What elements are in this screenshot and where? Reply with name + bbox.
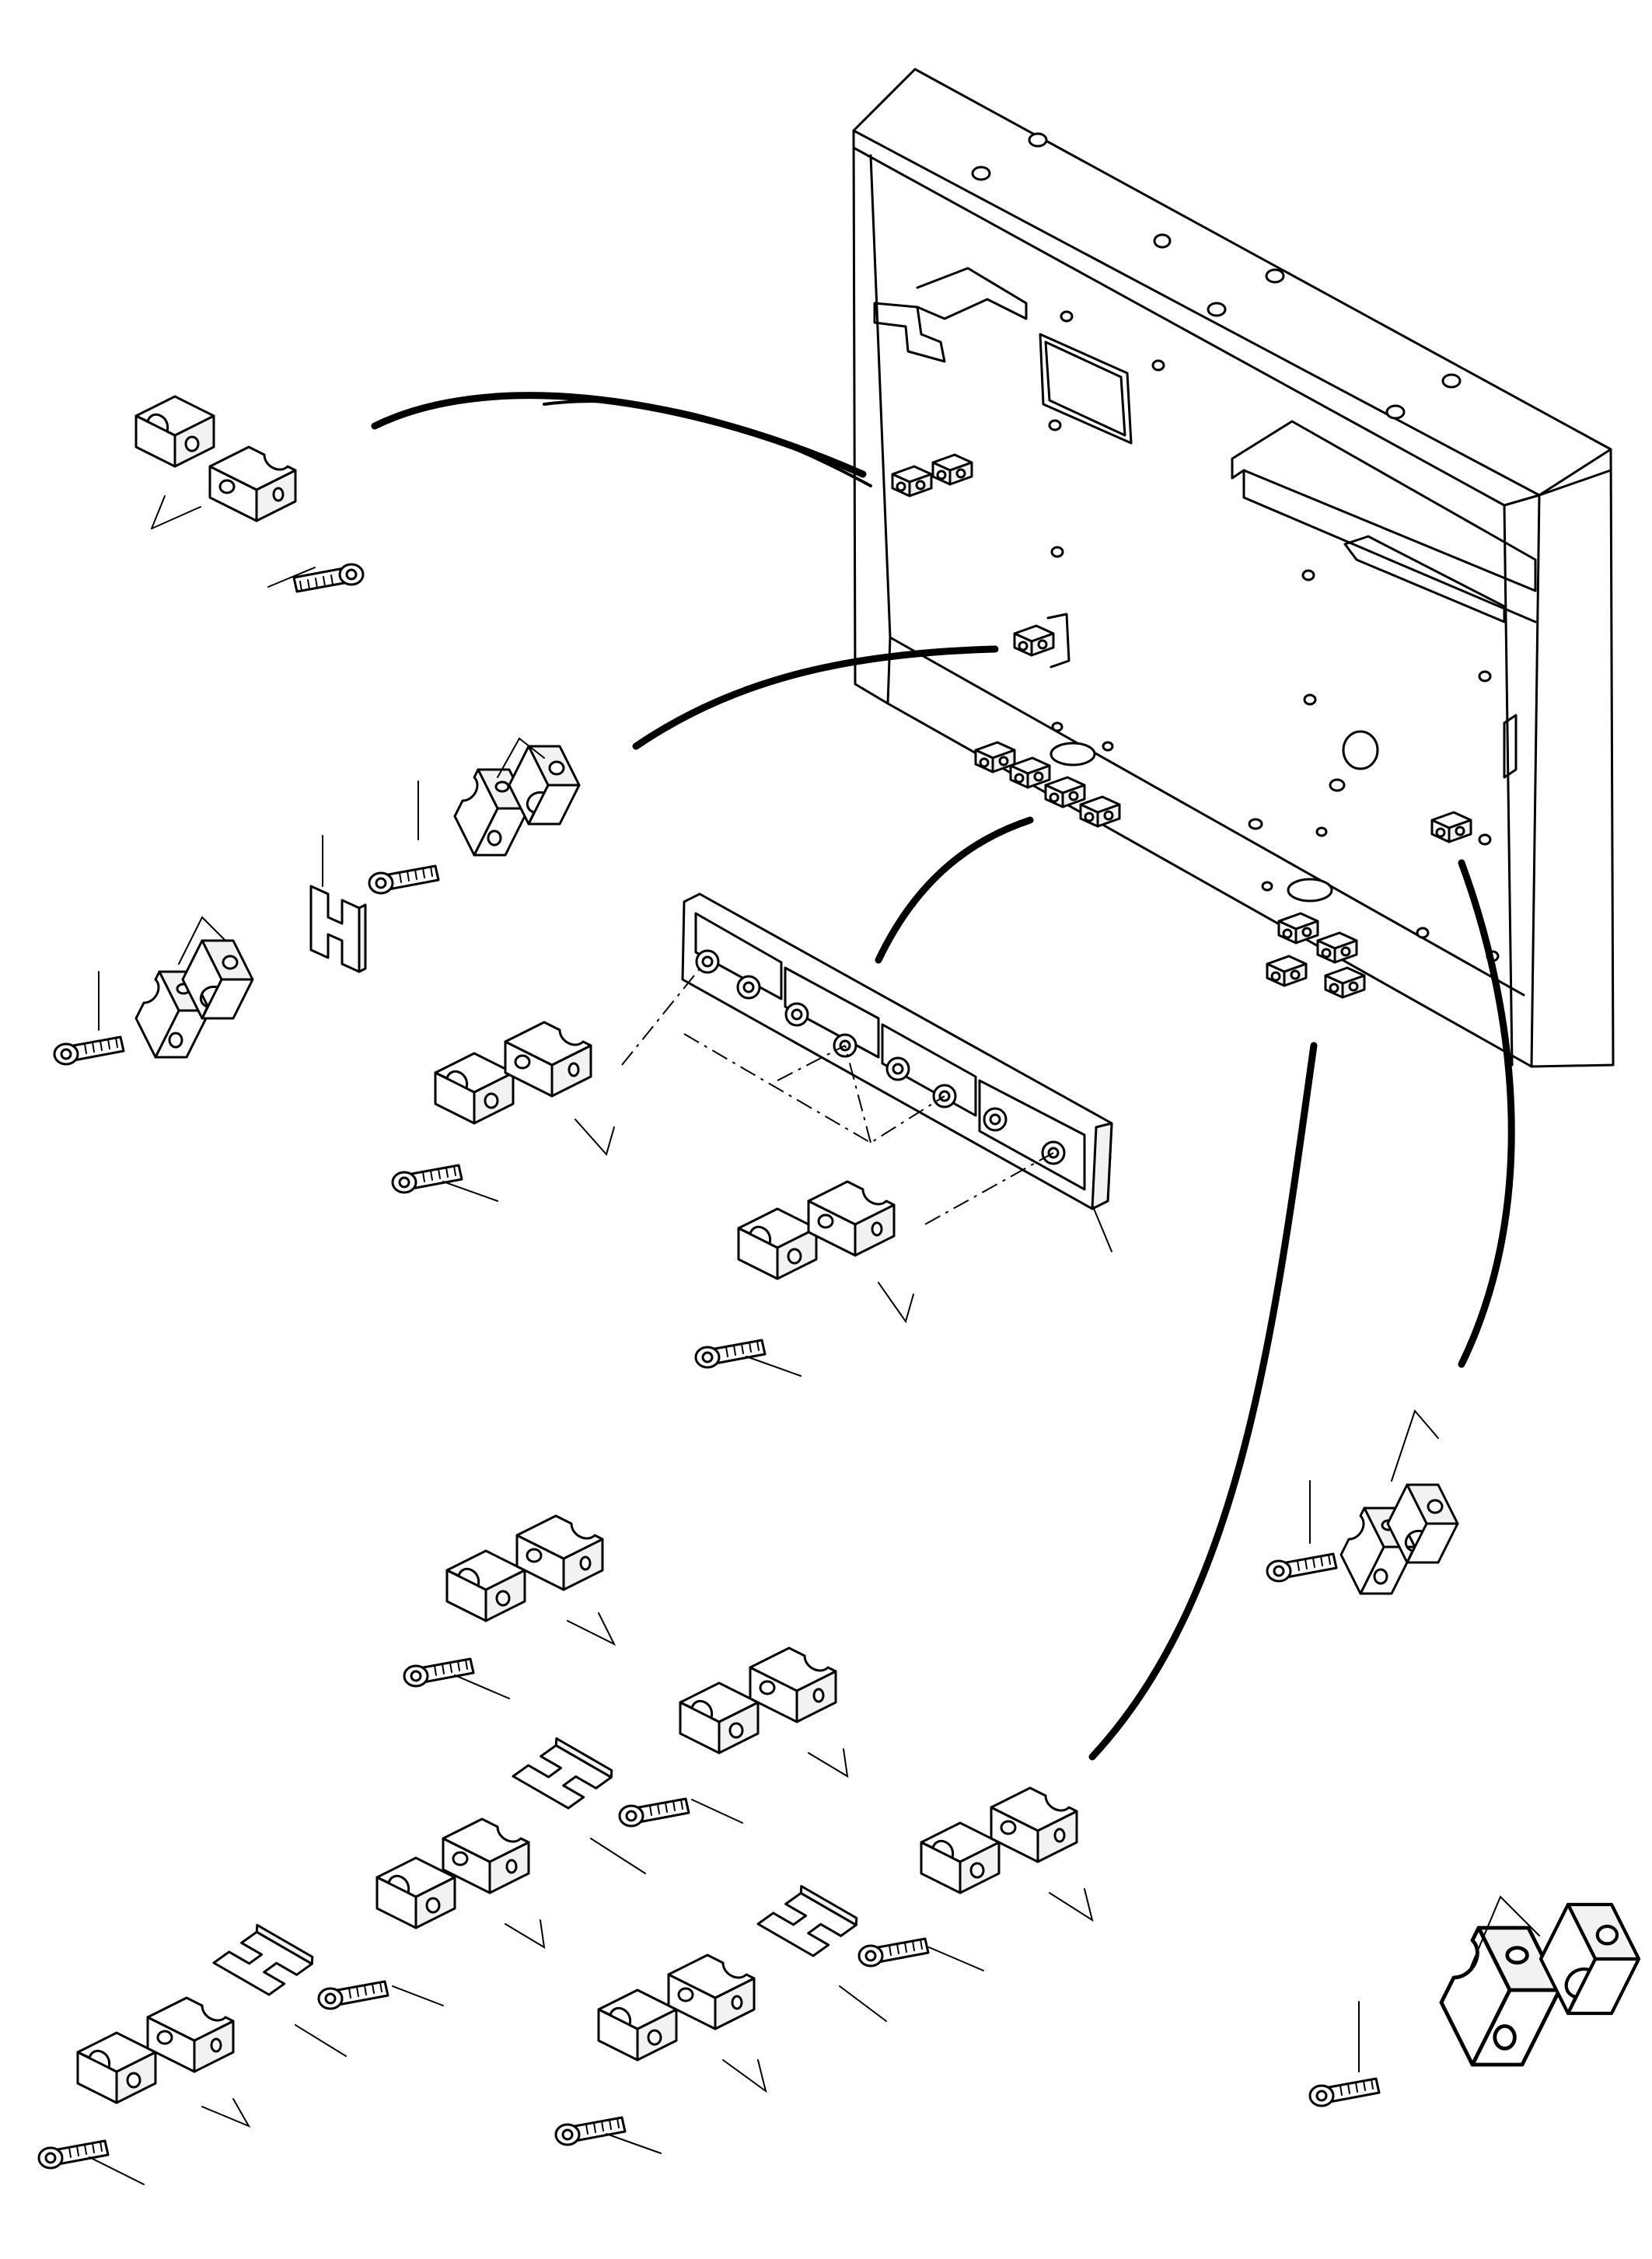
clamp-set-2 [53, 737, 581, 1066]
mounted-clamp-group [891, 453, 1472, 999]
clamp-rail-plate [681, 892, 1113, 1252]
clamp-set-10 [1308, 1895, 1639, 2107]
clamp-set-5 [1266, 1409, 1459, 1595]
clamp-set-4 [694, 1180, 914, 1377]
assembly-centerlines [621, 963, 1054, 1225]
clamp-set-1 [134, 395, 365, 593]
housing-frame [852, 68, 1615, 1068]
clamp-set-7 [512, 1646, 849, 1874]
clamp-set-9 [554, 1786, 1094, 2154]
clamp-set-3 [391, 1021, 615, 1202]
clamp-set-8 [37, 1817, 546, 2185]
clamp-set-6 [403, 1514, 616, 1699]
leader-curves [371, 392, 1515, 1761]
